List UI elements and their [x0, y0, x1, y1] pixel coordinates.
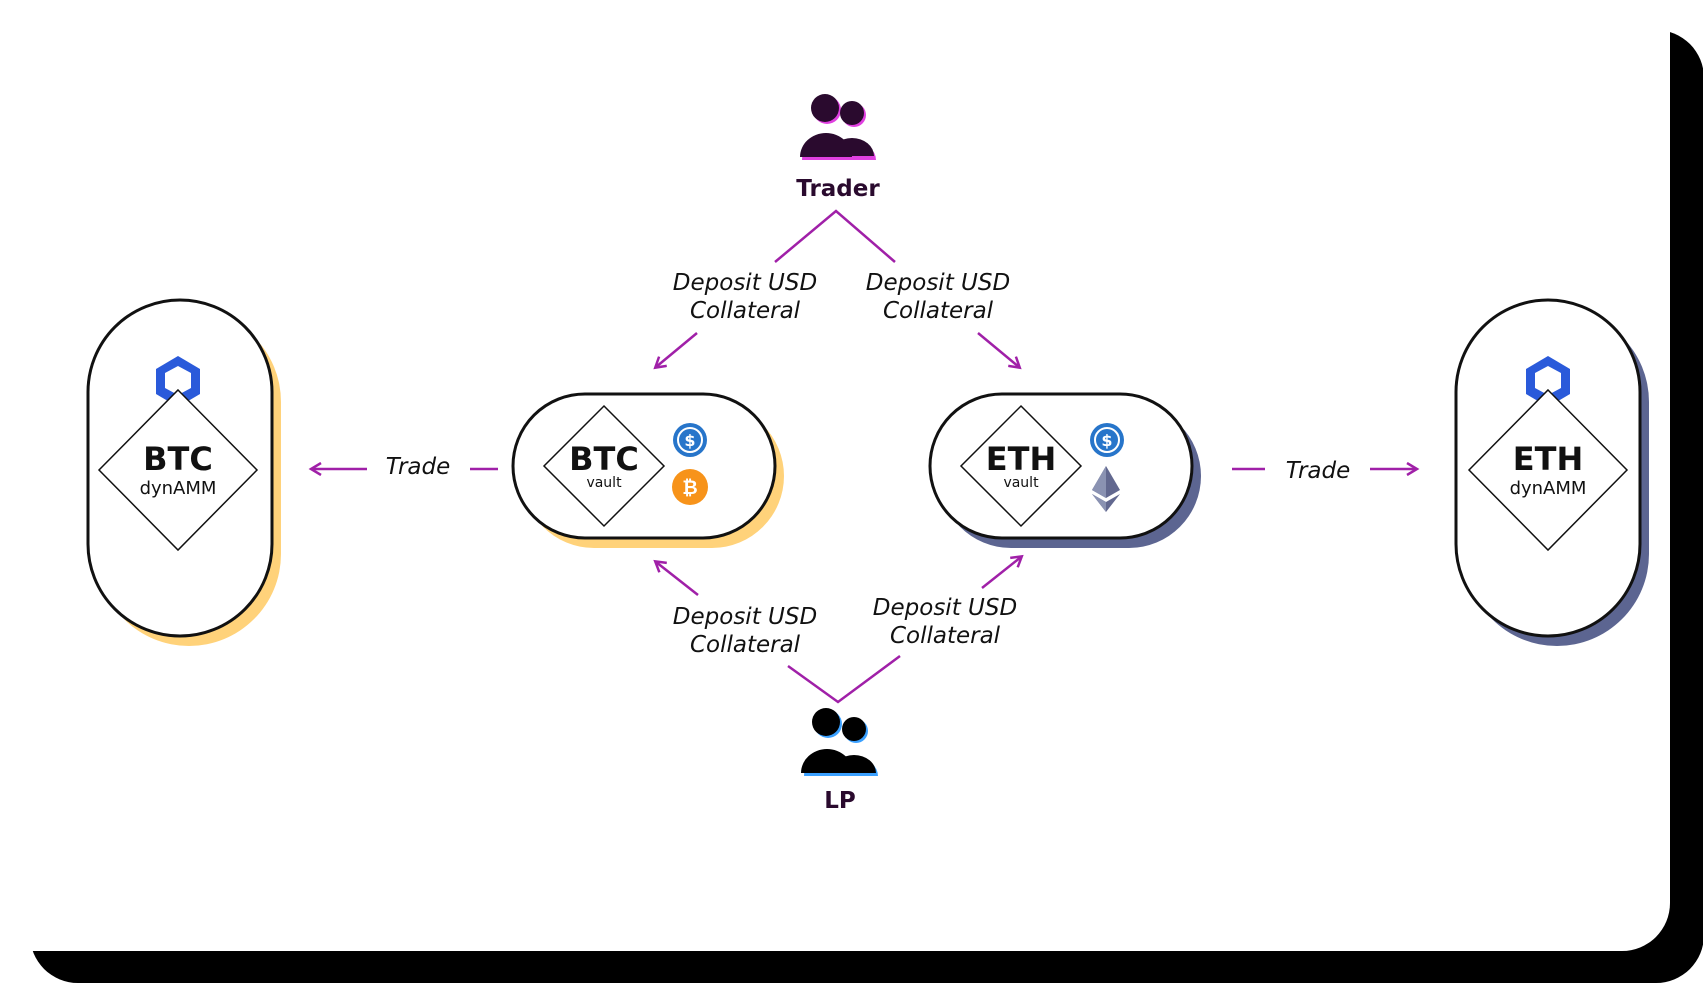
usdc-icon: $ — [673, 423, 707, 457]
lp-label: LP — [824, 788, 856, 814]
eth-vault-diamond — [959, 404, 1083, 528]
collateral-label-bottom-right: Collateral — [890, 623, 1001, 649]
btc-dynamm-title: BTC — [143, 440, 213, 478]
trader-to-eth-arrow — [977, 332, 1019, 367]
svg-text:$: $ — [684, 431, 695, 450]
deposit-label-bottom-left: Deposit USD — [673, 604, 817, 630]
deposit-label-top-right: Deposit USD — [866, 270, 1010, 296]
eth-dynamm-subtitle: dynAMM — [1510, 478, 1587, 499]
lp-to-eth-arrow — [981, 557, 1021, 589]
btc-vault-diamond — [542, 404, 666, 528]
trade-label-left: Trade — [386, 454, 451, 480]
btc-dynamm-diamond — [97, 388, 259, 552]
btc-dynamm-node: BTC dynAMM — [86, 298, 281, 646]
svg-text:₿: ₿ — [682, 477, 697, 499]
trader-label: Trader — [796, 176, 880, 202]
trader-split-line — [774, 209, 896, 263]
trader-to-btc-arrow — [656, 332, 698, 367]
eth-vault-subtitle: vault — [1003, 475, 1039, 491]
svg-text:$: $ — [1101, 431, 1112, 450]
eth-vault-title: ETH — [986, 440, 1056, 478]
btc-dynamm-subtitle: dynAMM — [140, 478, 217, 499]
bitcoin-icon: ₿ — [672, 469, 708, 505]
collateral-label-top-left: Collateral — [690, 298, 801, 324]
deposit-label-bottom-right: Deposit USD — [873, 595, 1017, 621]
collateral-label-bottom-left: Collateral — [690, 632, 801, 658]
lp-split-line — [787, 654, 901, 704]
eth-dynamm-diamond — [1467, 388, 1629, 552]
btc-vault-title: BTC — [569, 440, 639, 478]
btc-vault-node: BTC vault $ ₿ — [511, 392, 784, 548]
trader-users-icon — [800, 94, 876, 160]
eth-vault-node: ETH vault $ — [928, 392, 1201, 548]
deposit-label-top-left: Deposit USD — [673, 270, 817, 296]
ethereum-icon — [1092, 466, 1120, 512]
collateral-label-top-right: Collateral — [883, 298, 994, 324]
lp-users-icon — [801, 708, 878, 776]
eth-dynamm-node: ETH dynAMM — [1454, 298, 1649, 646]
lp-to-btc-arrow — [656, 562, 699, 596]
eth-dynamm-title: ETH — [1513, 440, 1583, 478]
btc-vault-subtitle: vault — [586, 475, 622, 491]
trade-label-right: Trade — [1286, 458, 1351, 484]
usdc-icon: $ — [1090, 423, 1124, 457]
